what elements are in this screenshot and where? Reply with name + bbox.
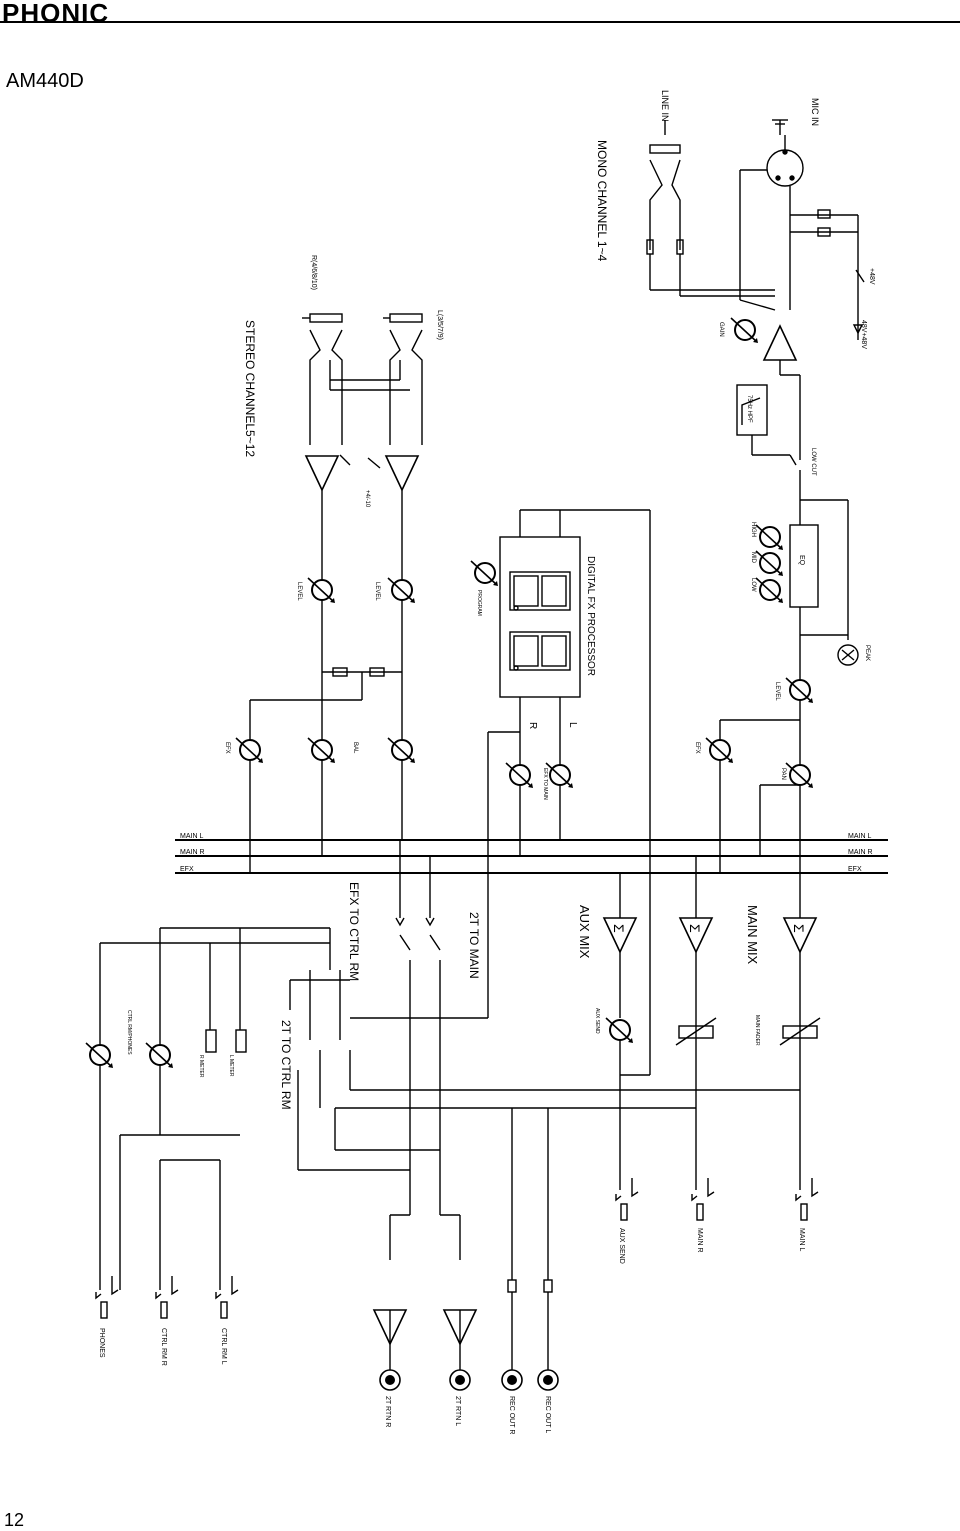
hpf-label: 75Hz HPF: [746, 395, 752, 423]
jack-phones-label: PHONES: [98, 1328, 105, 1358]
stereo-r-level-knob: [307, 577, 336, 604]
stereo-efx-knob: [235, 737, 264, 764]
jack-2t-rtn-l-label: 2T RTN L: [454, 1396, 461, 1426]
mono-pan-knob: [785, 762, 814, 789]
bus-label-main-r-left: MAIN R: [180, 849, 205, 856]
stereo-l-level-knob: [387, 577, 416, 604]
2t-to-ctrl-rm-label: 2T TO CTRL RM: [279, 1020, 293, 1110]
bus-label-main-l-right: MAIN L: [848, 833, 871, 840]
program-knob: [470, 560, 499, 587]
mic-in-label: MIC IN: [810, 98, 820, 126]
jack-2t-rtn-r-label: 2T RTN R: [384, 1396, 391, 1427]
main-mix-l-summer: [783, 917, 817, 953]
jack-main-r-label: MAIN R: [696, 1228, 703, 1253]
mix-section: [335, 840, 821, 1190]
aux-send-knob-label: AUX SEND: [594, 1008, 600, 1034]
stereo-r-buffer: [305, 455, 339, 491]
efx-to-main-l-knob: [545, 762, 574, 789]
mono-efx-knob: [705, 737, 734, 764]
xlr-connector: [766, 149, 804, 187]
mono-channel-section: [646, 119, 865, 873]
eq-high-knob: [755, 524, 784, 551]
mono-channel-label: MONO CHANNEL 1~4: [595, 140, 609, 262]
phones-level-knob: [85, 1042, 114, 1069]
peak-label: PEAK: [864, 645, 870, 661]
model-title: AM440D: [6, 70, 84, 92]
stereo-efx-label: EFX: [224, 742, 230, 754]
program-label: PROGRAM: [476, 590, 482, 616]
header-rule: [0, 21, 960, 23]
bus-label-main-l-left: MAIN L: [180, 833, 203, 840]
jack-aux-send-label: AUX SEND: [618, 1228, 625, 1264]
2t-rtn-l-rca: [449, 1369, 471, 1391]
stereo-level-r-label: LEVEL: [296, 582, 302, 601]
fx-r-label: R: [527, 722, 538, 729]
low-label: LOW: [750, 578, 756, 592]
aux-send-knob: [605, 1017, 634, 1044]
l-meter-label: L METER: [228, 1055, 234, 1077]
gain-knob: [730, 317, 759, 344]
rec-out-r-rca: [501, 1369, 523, 1391]
mono-level-label: LEVEL: [774, 682, 780, 701]
efx-to-main-label: EFX TO MAIN: [542, 768, 548, 800]
efx-to-ctrl-rm-label: EFX TO CTRL RM: [347, 882, 361, 981]
main-mix-r-summer: [679, 917, 713, 953]
eq-label: EQ: [798, 555, 805, 566]
jack-main-l-label: MAIN L: [798, 1228, 805, 1251]
efx-to-main-r-knob: [505, 762, 534, 789]
l-inputs-label: L(3/5/7/9): [436, 310, 443, 340]
eq-mid-knob: [755, 550, 784, 577]
ctrl-rm-phones-label: CTRL RM/PHONES: [126, 1010, 132, 1055]
phantom-label: +48V: [868, 268, 875, 285]
mono-pan-label: PAN: [780, 768, 786, 780]
mono-efx-label: EFX: [694, 742, 700, 754]
bus-label-efx-left: EFX: [180, 866, 194, 873]
fx-processor-section: [350, 509, 651, 1075]
bal-label: BAL: [352, 742, 358, 754]
bus-label-efx-right: EFX: [848, 866, 862, 873]
jack-rec-out-l-label: REC OUT L: [544, 1396, 551, 1433]
stereo-bal-r-knob: [307, 737, 336, 764]
fx-processor-box: [499, 536, 581, 698]
fx-l-label: L: [567, 722, 578, 728]
digital-fx-label: DIGITAL FX PROCESSOR: [585, 556, 596, 676]
jack-rec-out-r-label: REC OUT R: [508, 1396, 515, 1434]
aux-mix-summer: [603, 917, 637, 953]
aux-mix-label: AUX MIX: [577, 905, 592, 959]
plus4-minus10-label: +4/-10: [364, 490, 370, 508]
mic-preamp: [763, 325, 797, 361]
main-fader-label: MAIN FADER: [754, 1015, 760, 1046]
mono-level-knob: [785, 677, 814, 704]
stereo-channel-section: [249, 313, 423, 873]
ctrl-rm-level-knob: [145, 1042, 174, 1069]
main-mix-label: MAIN MIX: [745, 905, 760, 965]
r-inputs-label: R(4/6/8/10): [310, 255, 317, 290]
peak-led: [837, 644, 859, 666]
rec-out-l-rca: [537, 1369, 559, 1391]
bus-lines: [175, 839, 888, 874]
jack-ctrl-rm-r-label: CTRL RM R: [160, 1328, 167, 1366]
line-in-label: LINE IN: [660, 90, 670, 122]
jack-ctrl-rm-l-label: CTRL RM L: [220, 1328, 227, 1365]
eq-box: [789, 524, 819, 608]
2t-to-main-label: 2T TO MAIN: [467, 912, 481, 979]
stereo-l-buffer: [385, 455, 419, 491]
mid-label: MID: [750, 552, 756, 564]
r-meter-label: R METER: [198, 1055, 204, 1078]
phantom-led-label: 48V+48V: [860, 320, 867, 349]
gain-label: GAIN: [718, 322, 724, 337]
low-cut-label: LOW CUT: [810, 448, 816, 476]
stereo-bal-l-knob: [387, 737, 416, 764]
bus-label-main-r-right: MAIN R: [848, 849, 873, 856]
brand-logo: PHONIC: [2, 0, 110, 28]
stereo-channel-label: STEREO CHANNEL5~12: [243, 320, 257, 457]
stereo-level-l-label: LEVEL: [374, 582, 380, 601]
page-number: 12: [4, 1510, 25, 1530]
high-label: HIGH: [750, 522, 756, 537]
monitor-section: [99, 840, 553, 1370]
2t-rtn-r-rca: [379, 1369, 401, 1391]
eq-low-knob: [755, 577, 784, 604]
